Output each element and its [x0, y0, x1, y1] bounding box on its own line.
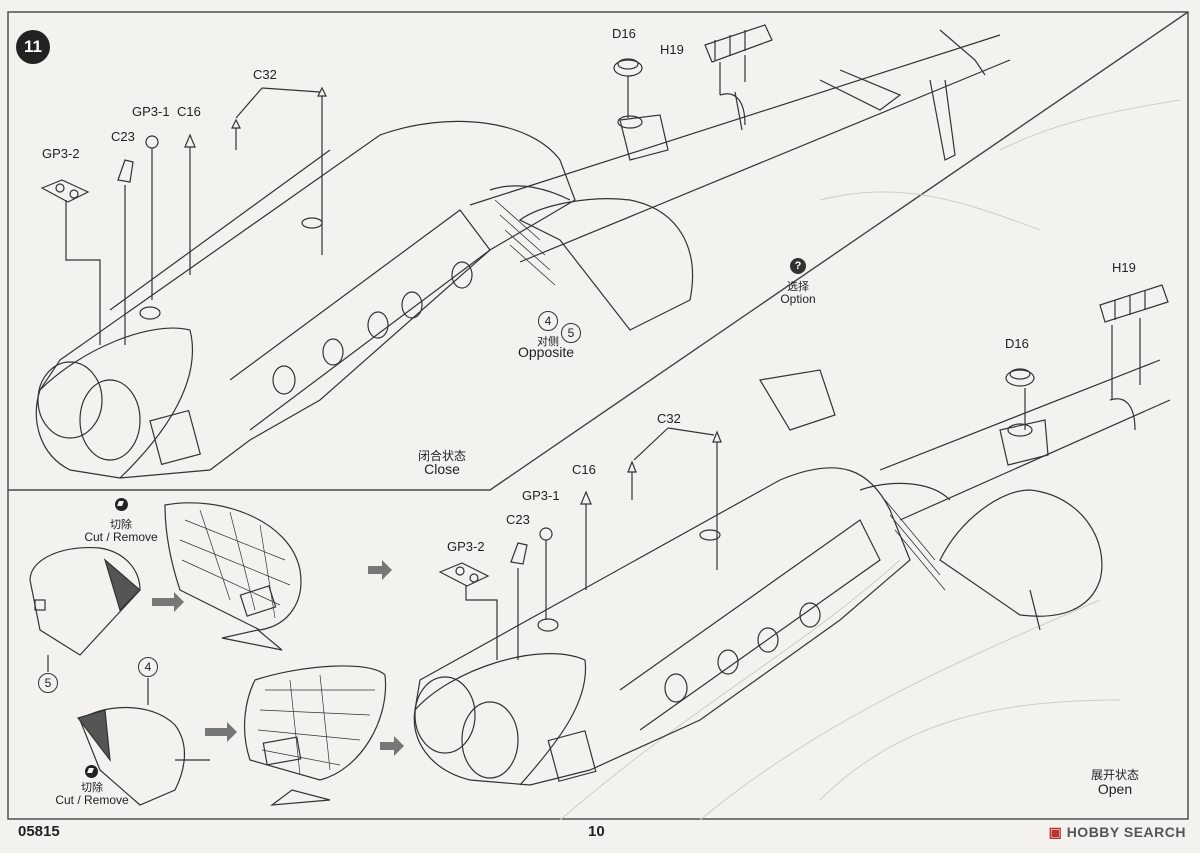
opposite-label-cn: 对侧: [537, 336, 559, 348]
close-state-label-cn: 闭合状态: [417, 449, 467, 463]
top-part-c23: [117, 159, 134, 345]
cut-icon-bottom: [85, 765, 98, 778]
option-label-cn: 选择: [787, 281, 809, 293]
top-part-c32: [231, 86, 327, 255]
bottom-part-c16: [580, 490, 592, 590]
bottom-part-c23: [510, 542, 528, 660]
opposite-label-en: Opposite: [517, 344, 575, 360]
part-label-c16: C16: [177, 104, 201, 119]
step-number-badge: 11: [16, 30, 50, 64]
bottom-part-d16: [1005, 368, 1035, 430]
part-label-gp3-1-open: GP3-1: [522, 488, 560, 503]
open-state-label-cn: 展开状态: [1090, 768, 1140, 782]
panel-frame: [7, 11, 1189, 820]
page-number: 10: [588, 823, 605, 840]
option-icon: ?: [790, 258, 806, 274]
part-label-d16: D16: [612, 26, 636, 41]
cut-label-top-cn: 切除: [110, 519, 132, 531]
door-number-5: 5: [38, 673, 58, 693]
bottom-part-c32: [627, 427, 722, 570]
cut-icon-top: [115, 498, 128, 511]
cut-label-bottom-cn: 切除: [81, 782, 103, 794]
bottom-part-gp3-2: [438, 562, 498, 660]
top-part-gp3-2: [40, 179, 101, 345]
part-label-gp3-1: GP3-1: [132, 104, 170, 119]
opposite-number-a: 4: [538, 311, 558, 331]
top-part-d16: [613, 58, 643, 118]
product-code: 05815: [18, 823, 60, 840]
watermark-logo-icon: ▣: [1048, 824, 1067, 840]
bottom-part-h19: [1099, 284, 1169, 400]
part-label-d16-open: D16: [1005, 336, 1029, 351]
part-label-gp3-2-open: GP3-2: [447, 539, 485, 554]
watermark-text: HOBBY SEARCH: [1066, 824, 1186, 840]
part-label-gp3-2: GP3-2: [42, 146, 80, 161]
top-part-h19: [704, 24, 773, 95]
part-label-h19-open: H19: [1112, 260, 1136, 275]
top-part-gp3-1: [145, 135, 159, 300]
part-label-c23: C23: [111, 129, 135, 144]
bottom-helicopter-drawing: [413, 284, 1171, 786]
panel-divider: [8, 11, 1189, 491]
background-sketch: [559, 99, 1181, 821]
part-label-c16-open: C16: [572, 462, 596, 477]
top-helicopter-drawing: [35, 24, 1011, 479]
part-label-c32: C32: [253, 67, 277, 82]
open-state-label-en: Open: [1097, 781, 1133, 797]
cut-label-bottom-en: Cut / Remove: [55, 793, 129, 807]
part-label-c23-open: C23: [506, 512, 530, 527]
door-detail-drawings: [29, 502, 404, 806]
option-label-en: Option: [780, 292, 816, 306]
close-state-label-en: Close: [424, 461, 460, 477]
bottom-part-gp3-1: [539, 527, 553, 620]
part-label-c32-open: C32: [657, 411, 681, 426]
top-part-c16: [184, 133, 196, 275]
watermark: ▣ HOBBY SEARCH: [1049, 824, 1186, 841]
part-label-h19: H19: [660, 42, 684, 57]
door-number-4: 4: [138, 657, 158, 677]
opposite-number-b: 5: [561, 323, 581, 343]
cut-label-top-en: Cut / Remove: [84, 530, 158, 544]
